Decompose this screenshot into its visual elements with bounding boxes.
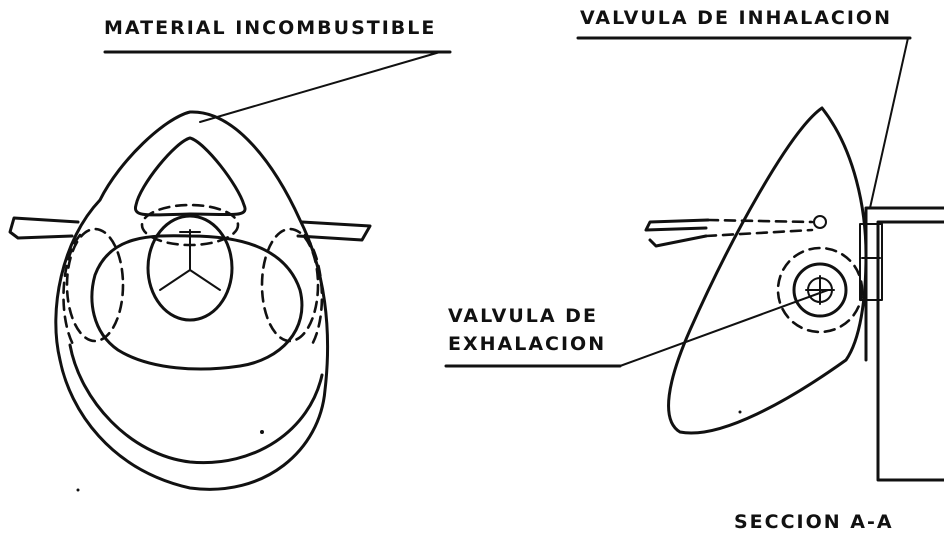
nose-cup-triangle (133, 136, 247, 217)
left-head-strap (8, 216, 80, 240)
mask-front-view (8, 110, 372, 491)
front-valve-body (146, 214, 234, 322)
inhalation-valve-body (859, 223, 883, 301)
inhalation-housing (864, 206, 944, 482)
hidden-left-cartridge (65, 227, 125, 343)
mask-section-view (644, 106, 944, 482)
speck (260, 430, 264, 434)
hidden-right-cartridge (260, 227, 320, 343)
right-head-strap (296, 220, 372, 242)
speck (738, 410, 742, 414)
inhalation-leader-line (869, 37, 909, 209)
strap-buckle (813, 215, 827, 229)
exhalation-valve-hidden-outline (776, 246, 864, 334)
valve-spoke-right (189, 269, 221, 291)
valve-spoke-left (159, 269, 191, 291)
label-material-incombustible: MATERIAL INCOMBUSTIBLE (104, 17, 436, 39)
speck (76, 488, 80, 492)
section-strap-hidden (704, 218, 814, 238)
label-exhalation-valve-line2: EXHALACION (448, 333, 606, 355)
label-section-a-a: SECCION A-A (734, 511, 894, 533)
mask-chin-rim (68, 343, 324, 465)
exhalation-valve-outer (792, 262, 848, 318)
section-head-strap (644, 218, 710, 248)
label-exhalation-valve-line1: VALVULA DE (448, 305, 598, 327)
mask-inner-seal (90, 234, 304, 371)
hidden-right-edge (303, 233, 324, 350)
hidden-valve-top (140, 203, 240, 247)
mask-outer-outline (54, 110, 330, 491)
exhalation-leader-line (619, 289, 829, 367)
label-inhalation-valve: VALVULA DE INHALACION (580, 7, 892, 29)
hidden-left-edge (62, 233, 82, 350)
material-leader-line (199, 51, 441, 123)
